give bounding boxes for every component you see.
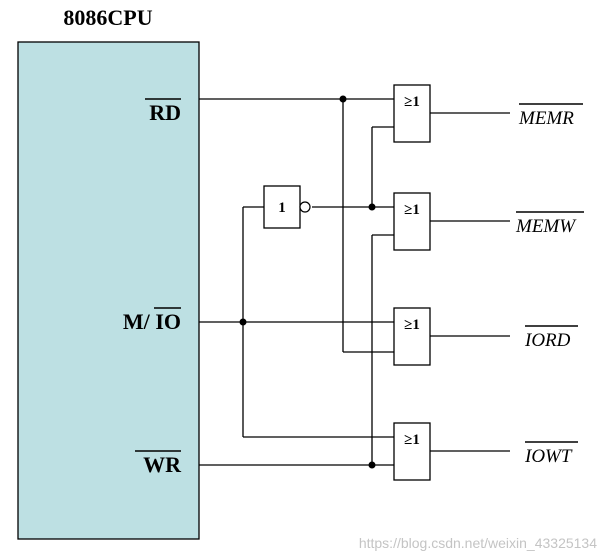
output-label-memw: MEMW — [515, 216, 577, 237]
junction-dot-not — [368, 203, 376, 211]
cpu-block — [17, 41, 200, 540]
junction-dot-wr — [368, 461, 376, 469]
pin-label-m-prefix: M/ — [123, 309, 155, 334]
or-gate-iowt-label: ≥1 — [404, 432, 420, 448]
pin-label-wr: WR — [143, 452, 182, 477]
or-gate-memw-label: ≥1 — [404, 202, 420, 218]
or-gate-memr-label: ≥1 — [404, 94, 420, 110]
not-gate-bubble — [299, 201, 311, 213]
watermark: https://blog.csdn.net/weixin_43325134 — [359, 535, 597, 551]
or-gate-iowt — [393, 422, 431, 481]
output-label-iord: IORD — [524, 330, 571, 351]
junction-dot-rd — [339, 95, 347, 103]
or-gate-iord — [393, 307, 431, 366]
pin-label-io-bar-text: IO — [155, 309, 181, 334]
output-label-iowt: IOWT — [524, 446, 573, 467]
output-label-memr: MEMR — [518, 108, 574, 129]
or-gate-iord-label: ≥1 — [404, 317, 420, 333]
junction-dot-mio — [239, 318, 247, 326]
pin-label-rd: RD — [149, 100, 181, 125]
not-gate-label: 1 — [278, 200, 286, 216]
or-gate-memr — [393, 84, 431, 143]
pin-label-m-io: M/ IO — [123, 309, 181, 334]
cpu-title: 8086CPU — [63, 5, 152, 30]
not-gate — [263, 185, 301, 229]
